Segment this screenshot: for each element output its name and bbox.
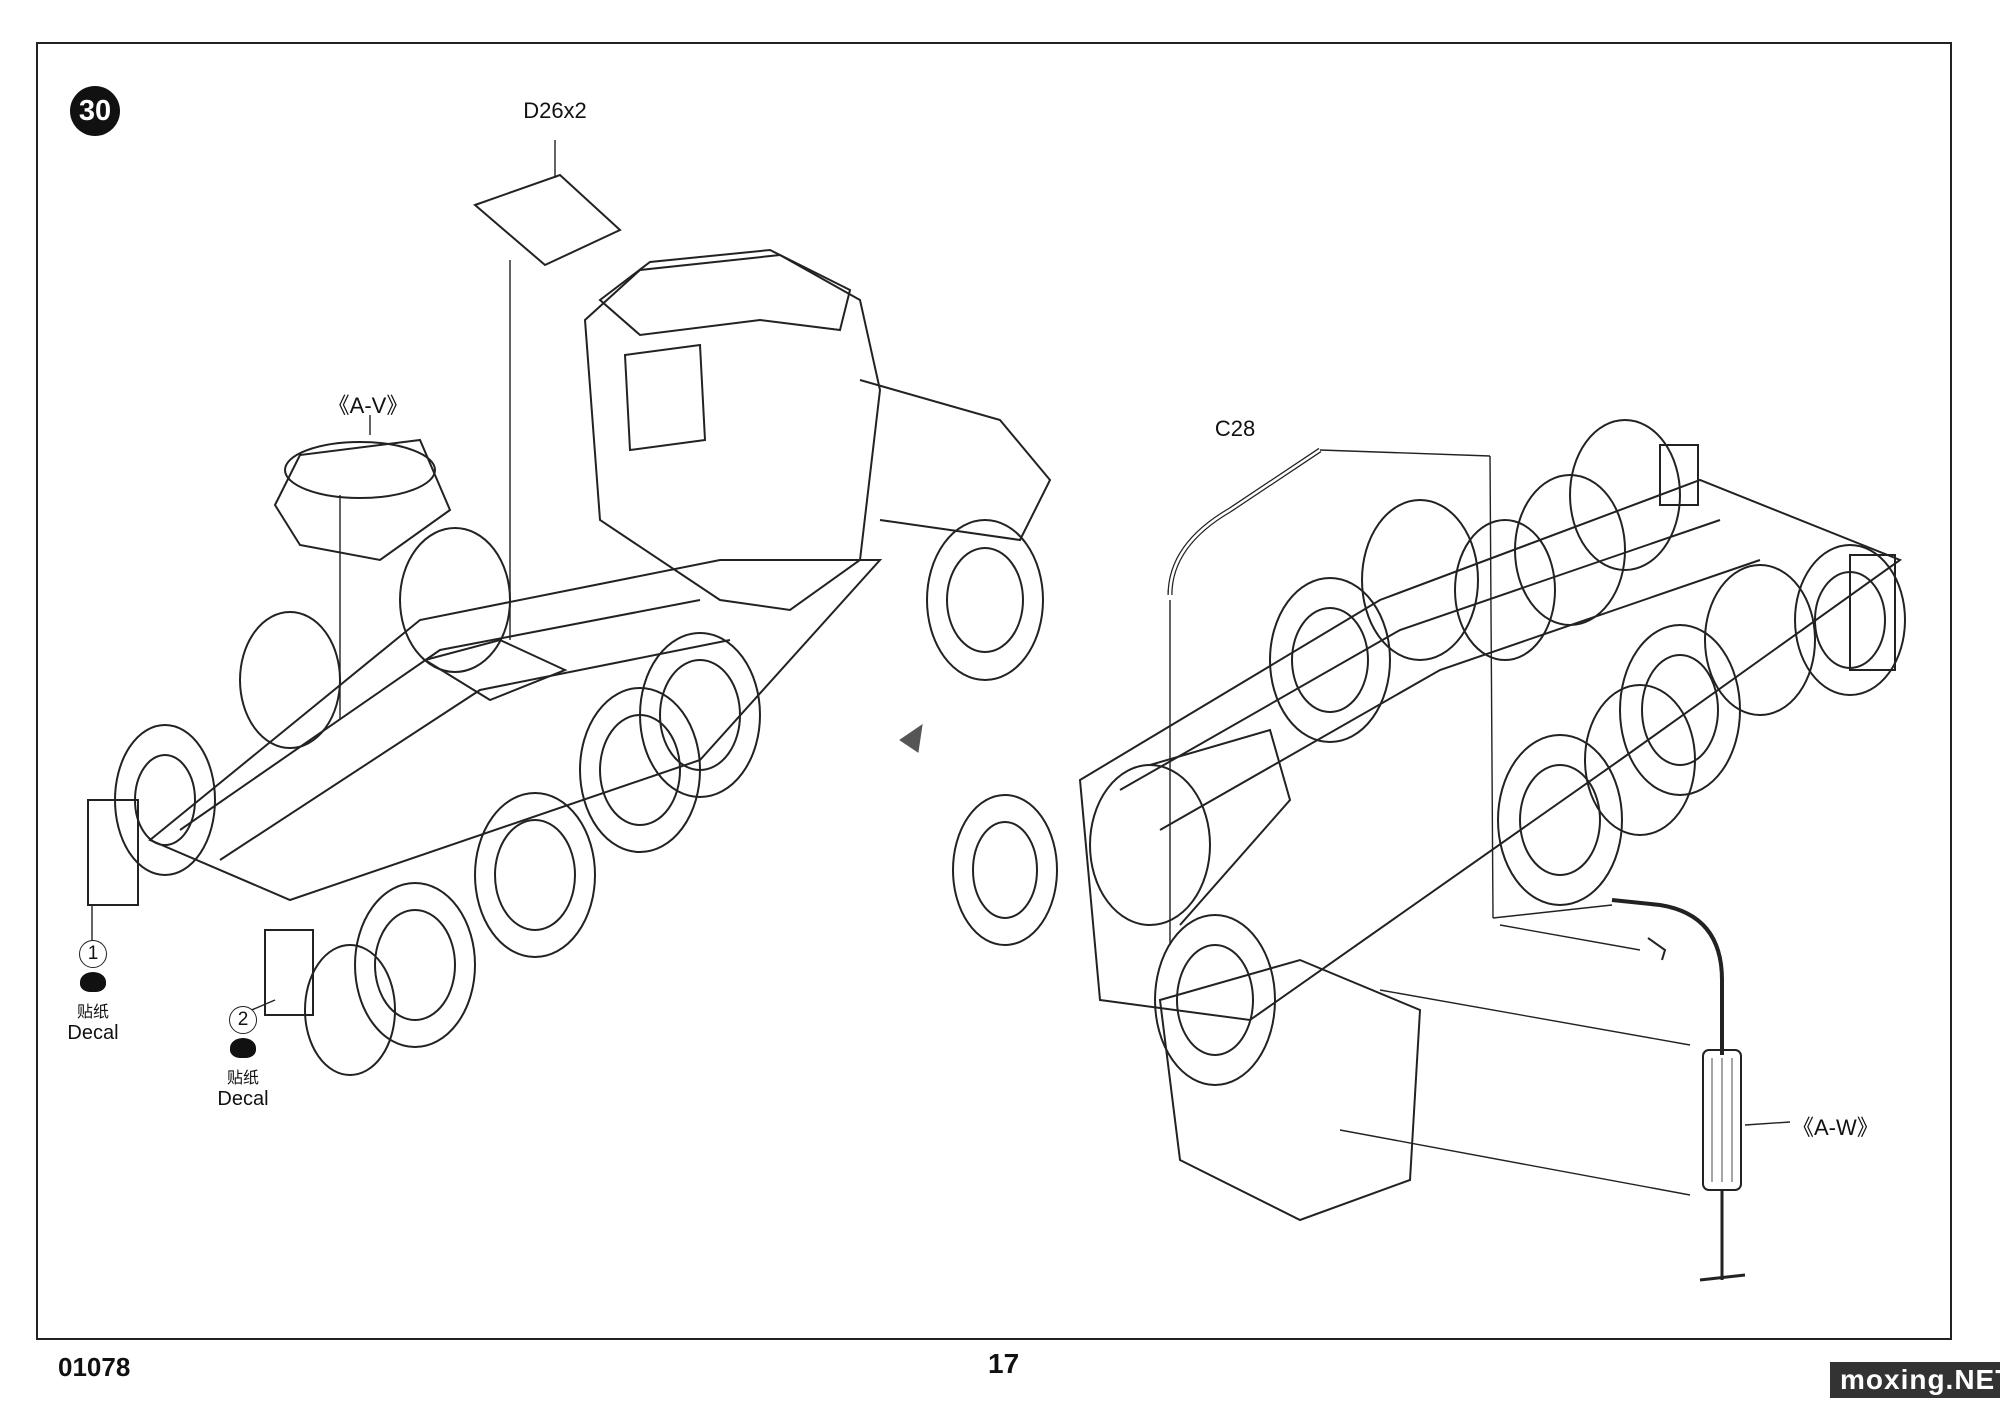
decal-icon — [230, 1038, 256, 1058]
kit-number: 01078 — [58, 1352, 131, 1382]
step-number-badge: 30 — [70, 86, 120, 136]
decal-label-cn: 贴纸 — [76, 1004, 109, 1021]
pipe-c28 — [1167, 447, 1322, 596]
mudflap-1 — [87, 799, 139, 906]
left-truck-hood — [859, 379, 1052, 542]
right-truck-cab-underside — [1158, 958, 1422, 1222]
page-number: 17 — [988, 1348, 1020, 1379]
decal-icon — [80, 972, 106, 992]
fifth-wheel-av — [284, 441, 436, 499]
decal-callout-2: 2 贴纸 Decal — [208, 1006, 278, 1111]
decal-number: 1 — [79, 940, 107, 968]
label-aw: 《A-W》 — [1792, 1115, 1879, 1140]
right-mudflap-2 — [1849, 554, 1896, 671]
decal-label-cn: 贴纸 — [226, 1070, 259, 1087]
right-truck-wheels — [952, 419, 1906, 1086]
grating-d26-frame — [422, 638, 568, 702]
right-truck-tank-1 — [1089, 764, 1211, 926]
decal-callout-1: 1 贴纸 Decal — [58, 940, 128, 1045]
watermark: moxing.NET — [1830, 1362, 2000, 1398]
grating-d26-top — [473, 173, 622, 267]
decal-label-en: Decal — [67, 1022, 119, 1044]
label-c28: C28 — [1214, 416, 1256, 441]
decal-label-en: Decal — [217, 1088, 269, 1110]
left-truck-cab-roof — [598, 248, 852, 337]
right-mudflap-1 — [1659, 444, 1699, 506]
left-truck-chassis — [148, 559, 883, 902]
page-frame — [36, 42, 1952, 1340]
left-truck-wheels — [114, 519, 1044, 1076]
muffler-aw-pipe — [1611, 898, 1724, 1055]
label-av: 《A-V》 — [327, 393, 409, 418]
left-truck-window — [623, 343, 707, 452]
orientation-arrow — [899, 723, 923, 753]
label-d26: D26x2 — [523, 98, 587, 123]
decal-number: 2 — [229, 1006, 257, 1034]
right-truck-chassis — [1078, 478, 1903, 1022]
left-truck-cab — [583, 253, 882, 612]
